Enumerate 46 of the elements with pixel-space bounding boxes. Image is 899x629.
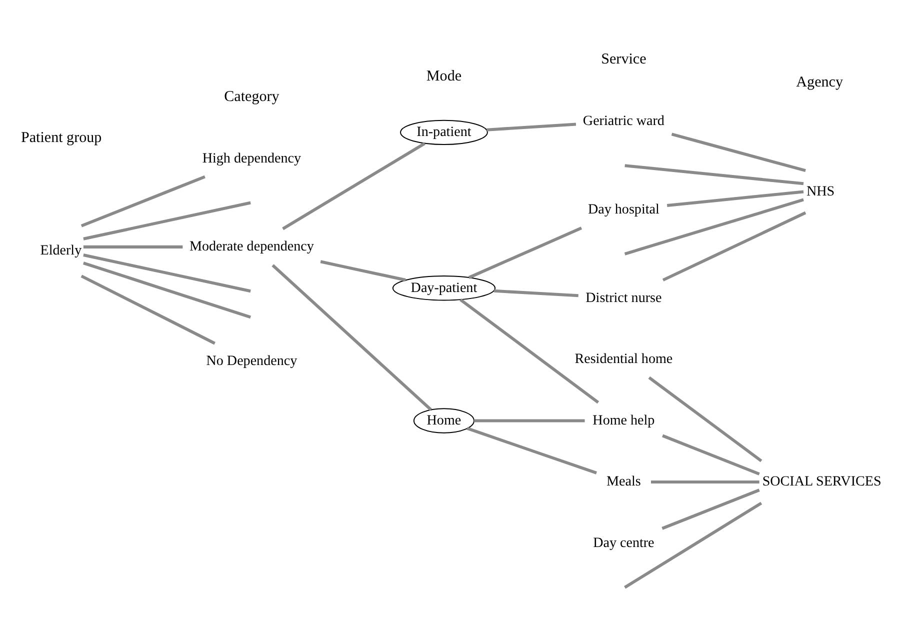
label: Agency [796, 74, 843, 90]
node-text: Home help [592, 412, 655, 428]
connector [468, 226, 582, 278]
connector [624, 164, 804, 185]
connector [272, 264, 432, 410]
node-text: Day hospital [588, 200, 660, 217]
connector [282, 142, 426, 230]
connector [83, 253, 251, 292]
node-text: Day centre [593, 534, 654, 550]
connector [662, 210, 806, 281]
connector [624, 501, 762, 588]
connector [624, 198, 804, 255]
node-text: Moderate dependency [189, 238, 314, 254]
connector [666, 190, 804, 206]
node-ellipse: Home [413, 408, 475, 433]
node-ellipse: Day-patient [392, 275, 496, 300]
connector [80, 174, 206, 227]
connector [494, 288, 578, 297]
node-text: High dependency [202, 150, 302, 166]
connector [486, 122, 576, 131]
label: Category [224, 88, 280, 104]
node-text: No Dependency [206, 352, 298, 369]
connector [650, 480, 760, 484]
connector [80, 274, 216, 344]
connector [320, 260, 406, 281]
connector [662, 488, 760, 530]
label: Patient group [21, 129, 102, 146]
node-text: Elderly [40, 242, 82, 258]
node-ellipse: In-patient [400, 119, 488, 145]
connector [83, 244, 183, 248]
connector [466, 426, 597, 474]
connector [82, 261, 252, 318]
label: Service [601, 51, 646, 68]
node-text: Geriatric ward [582, 112, 664, 129]
node-text: District nurse [586, 289, 662, 306]
connector [83, 200, 251, 240]
connector [671, 132, 806, 172]
node-text: Meals [606, 473, 641, 490]
node-text: Residential home [574, 350, 673, 367]
node-text: SOCIAL SERVICES [762, 473, 882, 490]
connector [460, 298, 600, 404]
connector [648, 376, 762, 462]
node-text: NHS [806, 182, 835, 199]
label: Mode [426, 68, 462, 84]
connector [662, 434, 760, 475]
connector [474, 418, 585, 422]
